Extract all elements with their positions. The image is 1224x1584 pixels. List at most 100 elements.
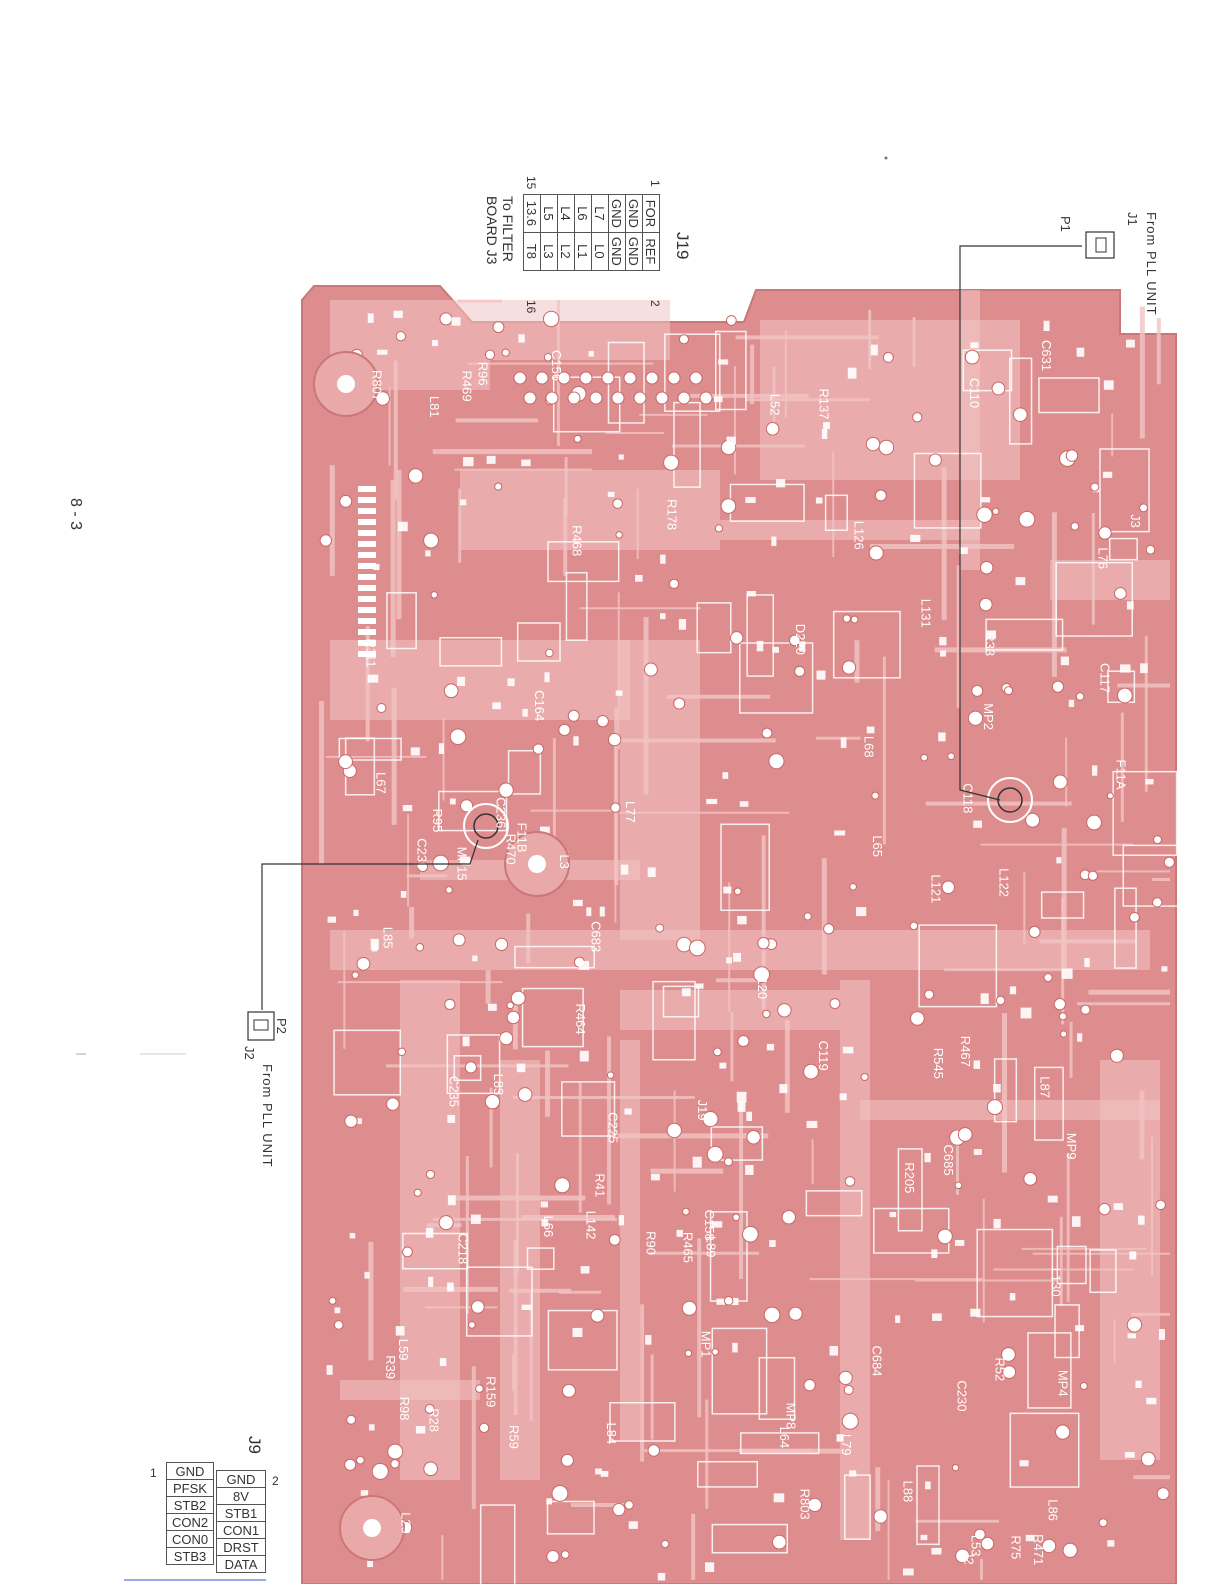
j19-right-pin: L3: [540, 232, 558, 271]
solder-pad: [850, 615, 859, 624]
smd-pad: [856, 907, 867, 917]
reference-designator: L122: [997, 868, 1012, 897]
edge-connector-pad: [358, 497, 376, 503]
j19-right-pin: REF: [642, 232, 660, 271]
component-outline: [1054, 1304, 1080, 1359]
solder-pad: [1052, 774, 1068, 790]
smd-pad: [1043, 320, 1050, 332]
solder-pad: [558, 723, 571, 737]
solder-pad: [761, 727, 773, 739]
solder-pad: [612, 498, 623, 509]
smd-pad: [415, 1425, 426, 1434]
smd-pad: [806, 1120, 818, 1129]
component-outline: [1008, 357, 1033, 445]
solder-pad: [706, 1145, 724, 1163]
solder-pad: [1086, 814, 1102, 831]
solder-pad: [371, 1462, 389, 1480]
j2-note: From PLL UNIT: [260, 1064, 275, 1168]
smd-pad: [931, 1249, 938, 1259]
solder-pad: [438, 1215, 454, 1231]
smd-pad: [599, 906, 605, 917]
solder-pad: [803, 1379, 816, 1392]
reference-designator: L85: [381, 927, 396, 949]
solder-pad: [873, 1509, 888, 1524]
reference-designator: L52: [767, 394, 782, 416]
solder-pad: [1152, 835, 1162, 845]
smd-pad: [829, 1345, 838, 1356]
reference-designator: R59: [507, 1425, 522, 1449]
solder-pad: [986, 1099, 1003, 1116]
solder-pad: [995, 995, 1006, 1006]
solder-pad: [803, 1063, 819, 1080]
component-outline: [844, 1474, 871, 1540]
reference-designator: MP2: [981, 703, 996, 730]
component-outline: [547, 1309, 618, 1371]
smd-pad: [938, 732, 946, 742]
smd-pad: [334, 1307, 341, 1314]
reference-designator: C236: [494, 797, 509, 828]
j1-ids: J1: [1123, 212, 1141, 226]
solder-pad: [971, 684, 984, 697]
smd-pad: [364, 1271, 370, 1279]
smd-pad: [1056, 857, 1062, 864]
scan-dot: [884, 156, 888, 160]
component-outline: [720, 823, 770, 912]
reference-designator: MP8: [784, 1403, 799, 1430]
smd-pad: [439, 1357, 447, 1367]
smd-pad: [714, 396, 723, 403]
component-outline: [740, 1432, 820, 1455]
smd-pad: [660, 554, 666, 564]
solder-pad: [415, 943, 425, 952]
solder-pad: [920, 753, 929, 762]
reference-designator: L121: [929, 874, 944, 903]
component-outline: [1112, 770, 1178, 857]
edge-connector-pad: [358, 563, 376, 569]
smd-pad: [678, 619, 687, 630]
j9-right-row: DATA: [216, 1555, 266, 1573]
j19-pin-last-right: 16: [524, 300, 538, 314]
solder-pad: [328, 1296, 337, 1305]
solder-pad: [468, 1321, 476, 1329]
j9-right-pin: DRST: [216, 1538, 266, 1556]
reference-designator: L81: [427, 396, 442, 418]
smd-pad: [772, 646, 779, 653]
solder-pad: [924, 989, 935, 1000]
smd-pad: [746, 1111, 752, 1121]
solder-pad: [356, 956, 371, 971]
smd-pad: [1009, 986, 1017, 995]
smd-pad: [756, 640, 764, 652]
solder-pad: [1051, 680, 1064, 693]
smd-pad: [732, 1342, 738, 1353]
smd-pad: [931, 1547, 942, 1555]
component-outline: [465, 1266, 533, 1337]
solder-pad: [424, 1403, 435, 1414]
smd-pad: [1025, 1534, 1035, 1542]
header-pin: [535, 371, 549, 385]
solder-pad: [753, 966, 771, 983]
smd-pad: [920, 1534, 928, 1541]
solder-pad: [781, 1210, 796, 1225]
solder-pad: [1140, 1451, 1156, 1467]
reference-designator: R39: [383, 1355, 398, 1379]
component-outline: [438, 790, 508, 832]
smd-pad: [579, 1050, 589, 1062]
j1-note: From PLL UNIT: [1144, 212, 1159, 316]
smd-pad: [447, 1282, 454, 1292]
solder-pad: [449, 728, 467, 746]
edge-connector-pad: [358, 640, 376, 646]
j19-note-line2: BOARD J3: [484, 196, 500, 265]
solder-pad: [510, 990, 526, 1006]
solder-pad: [1117, 687, 1133, 704]
solder-pad: [494, 482, 503, 491]
solder-pad: [423, 532, 439, 549]
solder-pad: [737, 1034, 750, 1048]
solder-pad: [865, 436, 881, 452]
solder-pad: [711, 1348, 719, 1356]
reference-designator: C164: [532, 690, 547, 721]
smd-pad: [1047, 1195, 1058, 1203]
copper-trace-region: [860, 1100, 1160, 1120]
solder-pad: [506, 1001, 515, 1010]
